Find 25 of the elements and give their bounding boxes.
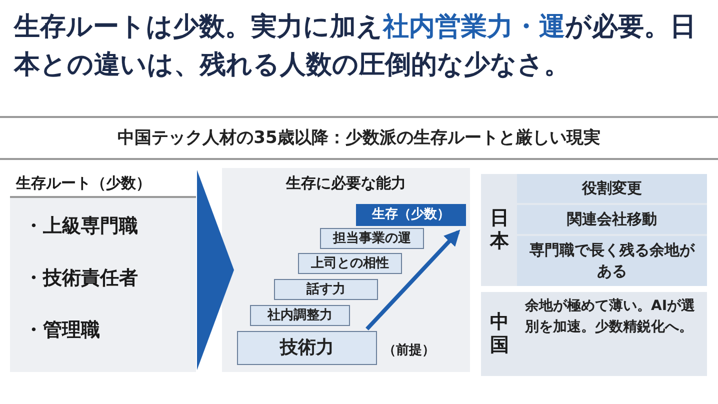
region-group	[481, 292, 707, 376]
region-label: 日本	[489, 207, 510, 253]
region-group	[481, 174, 707, 286]
region-label: 中国	[489, 311, 510, 357]
note-text: （前提）	[383, 342, 435, 359]
result-bar: 生存（少数）	[356, 204, 466, 226]
table-cell: 役割変更	[517, 174, 707, 203]
step-bar: 社内調整力	[250, 305, 350, 326]
bullet-item: ・技術責任者	[24, 266, 138, 291]
table-cell: 関連会社移動	[517, 205, 707, 234]
panel-heading: 生存ルート（少数）	[10, 168, 196, 198]
table-cell: 専門職で長く残る余地がある	[517, 236, 707, 286]
step-bar: 上司との相性	[298, 253, 402, 274]
step-bar: 技術力	[237, 331, 377, 365]
route-panel	[10, 168, 196, 372]
bullet-item: ・管理職	[24, 318, 100, 343]
step-bar: 話す力	[274, 279, 378, 300]
arrow	[366, 230, 460, 330]
panel-heading: 生存に必要な能力	[284, 173, 407, 194]
title-heading: 生存ルートは少数。実力に加え社内営業力・運が必要。日本との違いは、残れる人数の圧倒的な少なさ。	[14, 11, 697, 82]
subtitle-text: 中国テック人材の35歳以降：少数派の生存ルートと厳しい現実	[0, 116, 718, 160]
chevron-arrow	[197, 170, 234, 370]
bullet-item: ・上級専門職	[24, 214, 138, 239]
step-bar: 担当事業の運	[320, 228, 424, 249]
ability-panel	[222, 168, 470, 372]
